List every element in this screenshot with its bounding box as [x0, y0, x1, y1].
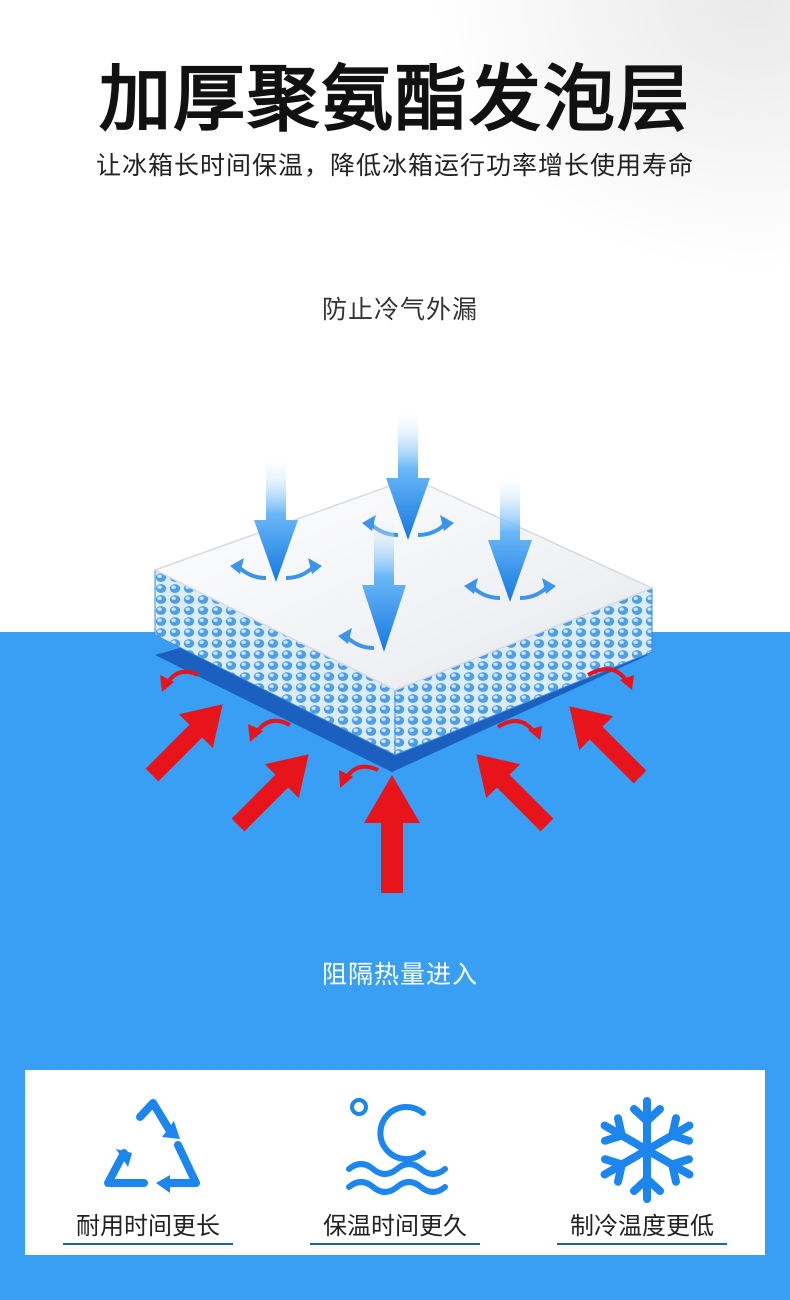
feature-underline — [310, 1243, 480, 1245]
cold-arrow — [338, 515, 406, 652]
heat-arrow — [569, 706, 647, 784]
feature-label-durability: 耐用时间更长 — [76, 1212, 220, 1240]
recycle-icon — [104, 1099, 200, 1193]
cold-air-arrows — [230, 410, 556, 652]
page-title: 加厚聚氨酯发泡层 — [98, 57, 691, 141]
caption-block-heat: 阻隔热量进入 — [321, 960, 478, 989]
page-subtitle: 让冰箱长时间保温，降低冰箱运行功率增长使用寿命 — [95, 151, 694, 180]
heat-arrow — [231, 754, 309, 832]
feature-underline — [63, 1243, 233, 1245]
heat-arrow — [476, 754, 554, 832]
heat-arrow — [145, 704, 223, 782]
foam-layer-illustration — [145, 410, 654, 893]
cold-arrow — [464, 475, 556, 602]
caption-prevent-cold-leak: 防止冷气外漏 — [321, 295, 478, 324]
heat-arrow — [364, 775, 420, 893]
feature-durability: 耐用时间更长 — [25, 1070, 271, 1255]
feature-cooling: 制冷温度更低 — [519, 1070, 765, 1255]
snowflake-icon — [600, 1097, 694, 1203]
feature-label-insulation: 保温时间更久 — [323, 1212, 467, 1240]
heat-arrows — [145, 667, 647, 893]
feature-panel: 耐用时间更长 保温时间更久 — [25, 1070, 765, 1255]
celsius-water-icon — [346, 1098, 448, 1195]
feature-label-cooling: 制冷温度更低 — [570, 1212, 714, 1240]
feature-underline — [557, 1243, 727, 1245]
feature-insulation: 保温时间更久 — [272, 1070, 518, 1255]
cold-arrow — [230, 458, 322, 582]
